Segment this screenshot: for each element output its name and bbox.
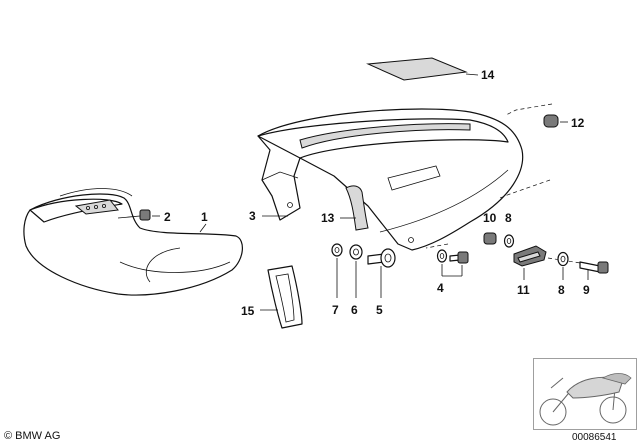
plug-part-12: 12 (505, 103, 585, 130)
washer-part-6: 6 (349, 244, 363, 317)
callout-13: 13 (321, 211, 335, 225)
pad-part-14: 14 (366, 57, 495, 82)
washer-part-8-upper: 8 (503, 211, 515, 248)
callout-9: 9 (583, 283, 590, 297)
washer-part-8-lower: 8 (557, 251, 569, 297)
callout-7: 7 (332, 303, 339, 317)
callout-12: 12 (571, 116, 585, 130)
trim-strip-part-13: 13 (321, 185, 369, 231)
washer-screw-part-4: 4 (436, 249, 469, 295)
callout-15: 15 (241, 304, 255, 318)
callout-8-lower: 8 (558, 283, 565, 297)
callout-4: 4 (437, 281, 444, 295)
screw-part-2: 2 (117, 209, 171, 224)
clip-part-11: 11 (513, 245, 547, 297)
spacer-part-5: 5 (367, 248, 396, 317)
washer-part-7: 7 (331, 243, 343, 317)
copyright-text: © BMW AG (4, 430, 61, 442)
callout-1: 1 (201, 210, 208, 224)
document-number: 00086541 (572, 432, 617, 443)
grab-handle-part-1: 1 (23, 188, 243, 296)
assembly-line-a (499, 179, 551, 199)
callout-2: 2 (164, 210, 171, 224)
seat-cowl-part-3: 3 (249, 108, 524, 251)
motorcycle-thumbnail-icon (533, 358, 637, 430)
callout-11: 11 (517, 283, 530, 297)
callout-14: 14 (481, 68, 495, 82)
callout-10: 10 (483, 211, 497, 225)
bolt-part-9: 9 (579, 261, 609, 297)
callout-5: 5 (376, 303, 383, 317)
callout-3: 3 (249, 209, 256, 223)
nut-part-10: 10 (483, 211, 497, 245)
assembly-line-b (425, 243, 449, 249)
grommet-part-15: 15 (241, 265, 303, 329)
callout-6: 6 (351, 303, 358, 317)
callout-8-upper: 8 (505, 211, 512, 225)
